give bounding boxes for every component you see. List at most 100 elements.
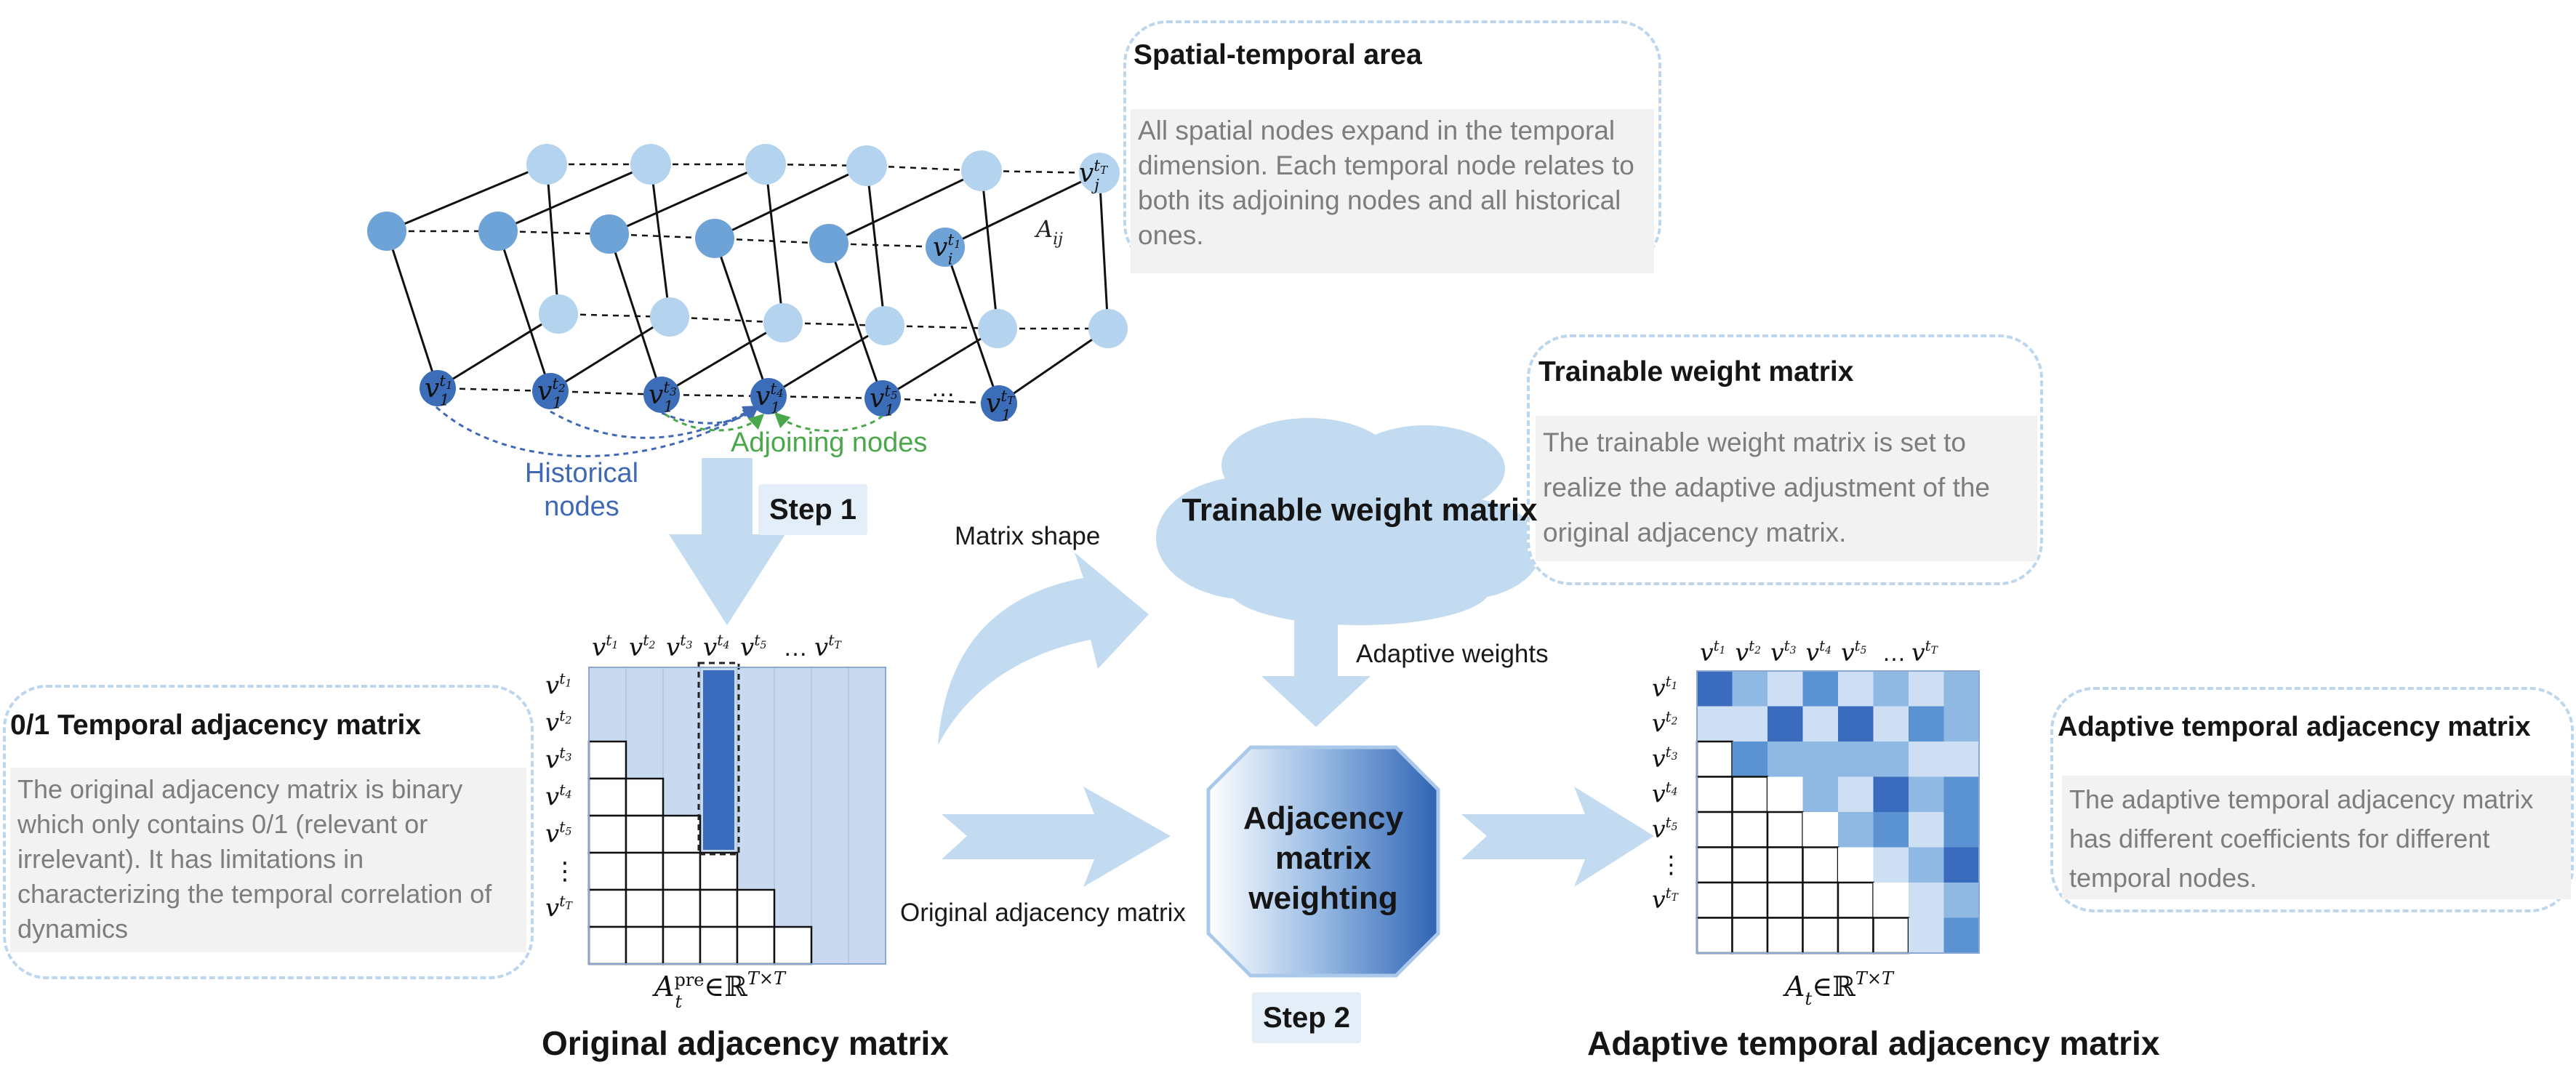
matrix-row-header: vt5 <box>545 818 572 848</box>
adjoining-arrow <box>665 413 765 432</box>
adaptive-matrix-cell <box>1731 846 1769 884</box>
matrix-zero-cell <box>662 851 702 891</box>
step1-down-arrow <box>669 458 785 625</box>
adaptive-matrix-cell <box>1838 847 1874 883</box>
adaptive-matrix-cell <box>1873 742 1909 777</box>
adaptive-matrix-cell <box>1802 917 1839 955</box>
graph-edge <box>713 238 770 397</box>
historical-arrow <box>661 406 759 425</box>
graph-edge <box>882 397 1000 405</box>
adaptive-matrix-cell <box>1802 846 1839 884</box>
adaptive-matrix-cell <box>1696 881 1733 919</box>
graph-edge <box>661 321 784 396</box>
adaptive-matrix-cell <box>1943 812 1979 848</box>
graph-edge <box>497 230 552 392</box>
matrix-zero-cell <box>625 814 665 854</box>
adaptive-matrix-cell <box>1838 742 1874 777</box>
adaptive-matrix-cell <box>1766 846 1804 884</box>
adaptive-matrix-cell <box>1768 671 1803 707</box>
matrix-col-header: vt1 <box>592 632 619 662</box>
adaptive-matrix-cell <box>1697 671 1733 707</box>
graph-node <box>695 219 734 258</box>
matrix-row-header: vtT <box>545 892 573 923</box>
graph-edge <box>545 164 560 315</box>
adaptive-matrix-formula: At∈ℝT×T <box>1783 968 1895 1009</box>
adaptive-weights-label: Adaptive weights <box>1356 640 1549 668</box>
adaptive-matrix-cell <box>1697 706 1733 742</box>
matrix-col-header: vt5 <box>740 632 767 662</box>
adaptive-matrix-border <box>1696 670 1980 954</box>
step2-badge: Step 2 <box>1252 992 1361 1043</box>
matrix-shape-label: Matrix shape <box>955 522 1101 550</box>
adaptive-matrix-cell <box>1873 706 1909 742</box>
graph-node <box>1079 153 1120 193</box>
graph-node <box>981 385 1017 422</box>
adjoining-arrow <box>774 412 883 433</box>
matrix-row-header: vt2 <box>1652 709 1678 738</box>
matrix-row-header: vt5 <box>1652 814 1677 843</box>
matrix-zero-cell <box>773 925 813 965</box>
graph-node <box>864 380 901 417</box>
matrix-zero-cell <box>625 777 665 817</box>
matrix-col-header: … <box>1882 639 1906 666</box>
matrix-row-header: vt4 <box>1652 779 1677 808</box>
matrix-zero-cell <box>662 888 702 928</box>
adaptive-matrix-cell <box>1696 740 1733 778</box>
adaptive-matrix-cell <box>1696 776 1733 813</box>
matrix-col-header: vt4 <box>703 632 730 662</box>
adaptive-matrix-cell <box>1909 776 1944 812</box>
graph-edge <box>608 233 663 395</box>
trainable-weight-title: Trainable weight matrix <box>1538 356 1854 387</box>
adaptive-matrix-cell <box>1837 881 1874 919</box>
cloud-label: Trainable weight matrix <box>1181 492 1538 528</box>
graph-node <box>367 212 406 251</box>
graph-edge <box>764 164 785 324</box>
adaptive-matrix-cell <box>1873 671 1909 707</box>
adaptive-matrix-cell <box>1943 671 1979 707</box>
matrix-zero-cell <box>699 851 739 891</box>
matrix-border <box>588 667 886 965</box>
matrix-highlight-frame <box>697 662 740 856</box>
historical-arrow <box>435 405 759 457</box>
adaptive-matrix-cell <box>1766 917 1804 955</box>
graph-edge <box>768 395 883 400</box>
graph-node <box>420 370 456 406</box>
adaptive-matrix-cell <box>1838 671 1874 707</box>
adaptive-matrix-cell <box>1731 917 1769 955</box>
graph-edge <box>768 324 886 398</box>
graph-edge <box>649 164 671 318</box>
adaptive-matrix-cell <box>1838 812 1874 848</box>
graph-edge <box>884 324 998 330</box>
matrix-zero-cell <box>736 888 776 928</box>
graph-edge <box>944 172 1100 249</box>
spatial-temporal-text: All spatial nodes expand in the temporal… <box>1131 109 1654 273</box>
graph-edge <box>1098 172 1110 329</box>
graph-edge <box>437 387 551 393</box>
historical-arrow <box>550 405 759 439</box>
matrix-highlight-column <box>703 670 734 850</box>
graph-edge <box>828 169 982 245</box>
flow-arrows <box>669 458 1654 887</box>
graph-node <box>763 303 803 342</box>
matrix-zero-cell <box>587 814 627 854</box>
matrix-row-header: ⋮ <box>1659 851 1683 877</box>
adaptive-matrix-cell <box>1943 776 1979 812</box>
binary-matrix-box: 0/1 Temporal adjacency matrix The origin… <box>3 685 534 979</box>
adaptive-matrix-cell <box>1909 883 1944 918</box>
graph-edge <box>714 164 867 240</box>
graph-node <box>809 224 848 263</box>
matrix-row-header: vtT <box>1652 885 1680 914</box>
matrix-shape-curved-arrow <box>938 552 1149 745</box>
graph-node <box>478 212 518 251</box>
trainable-weight-cloud <box>1156 418 1541 625</box>
graph-edge <box>385 230 439 389</box>
output-arrow <box>1461 787 1654 887</box>
adaptive-matrix-cell <box>1731 881 1769 919</box>
original-matrix-arrow <box>942 787 1171 887</box>
adaptive-matrix-cell <box>1732 706 1768 742</box>
graph-node <box>978 309 1017 348</box>
